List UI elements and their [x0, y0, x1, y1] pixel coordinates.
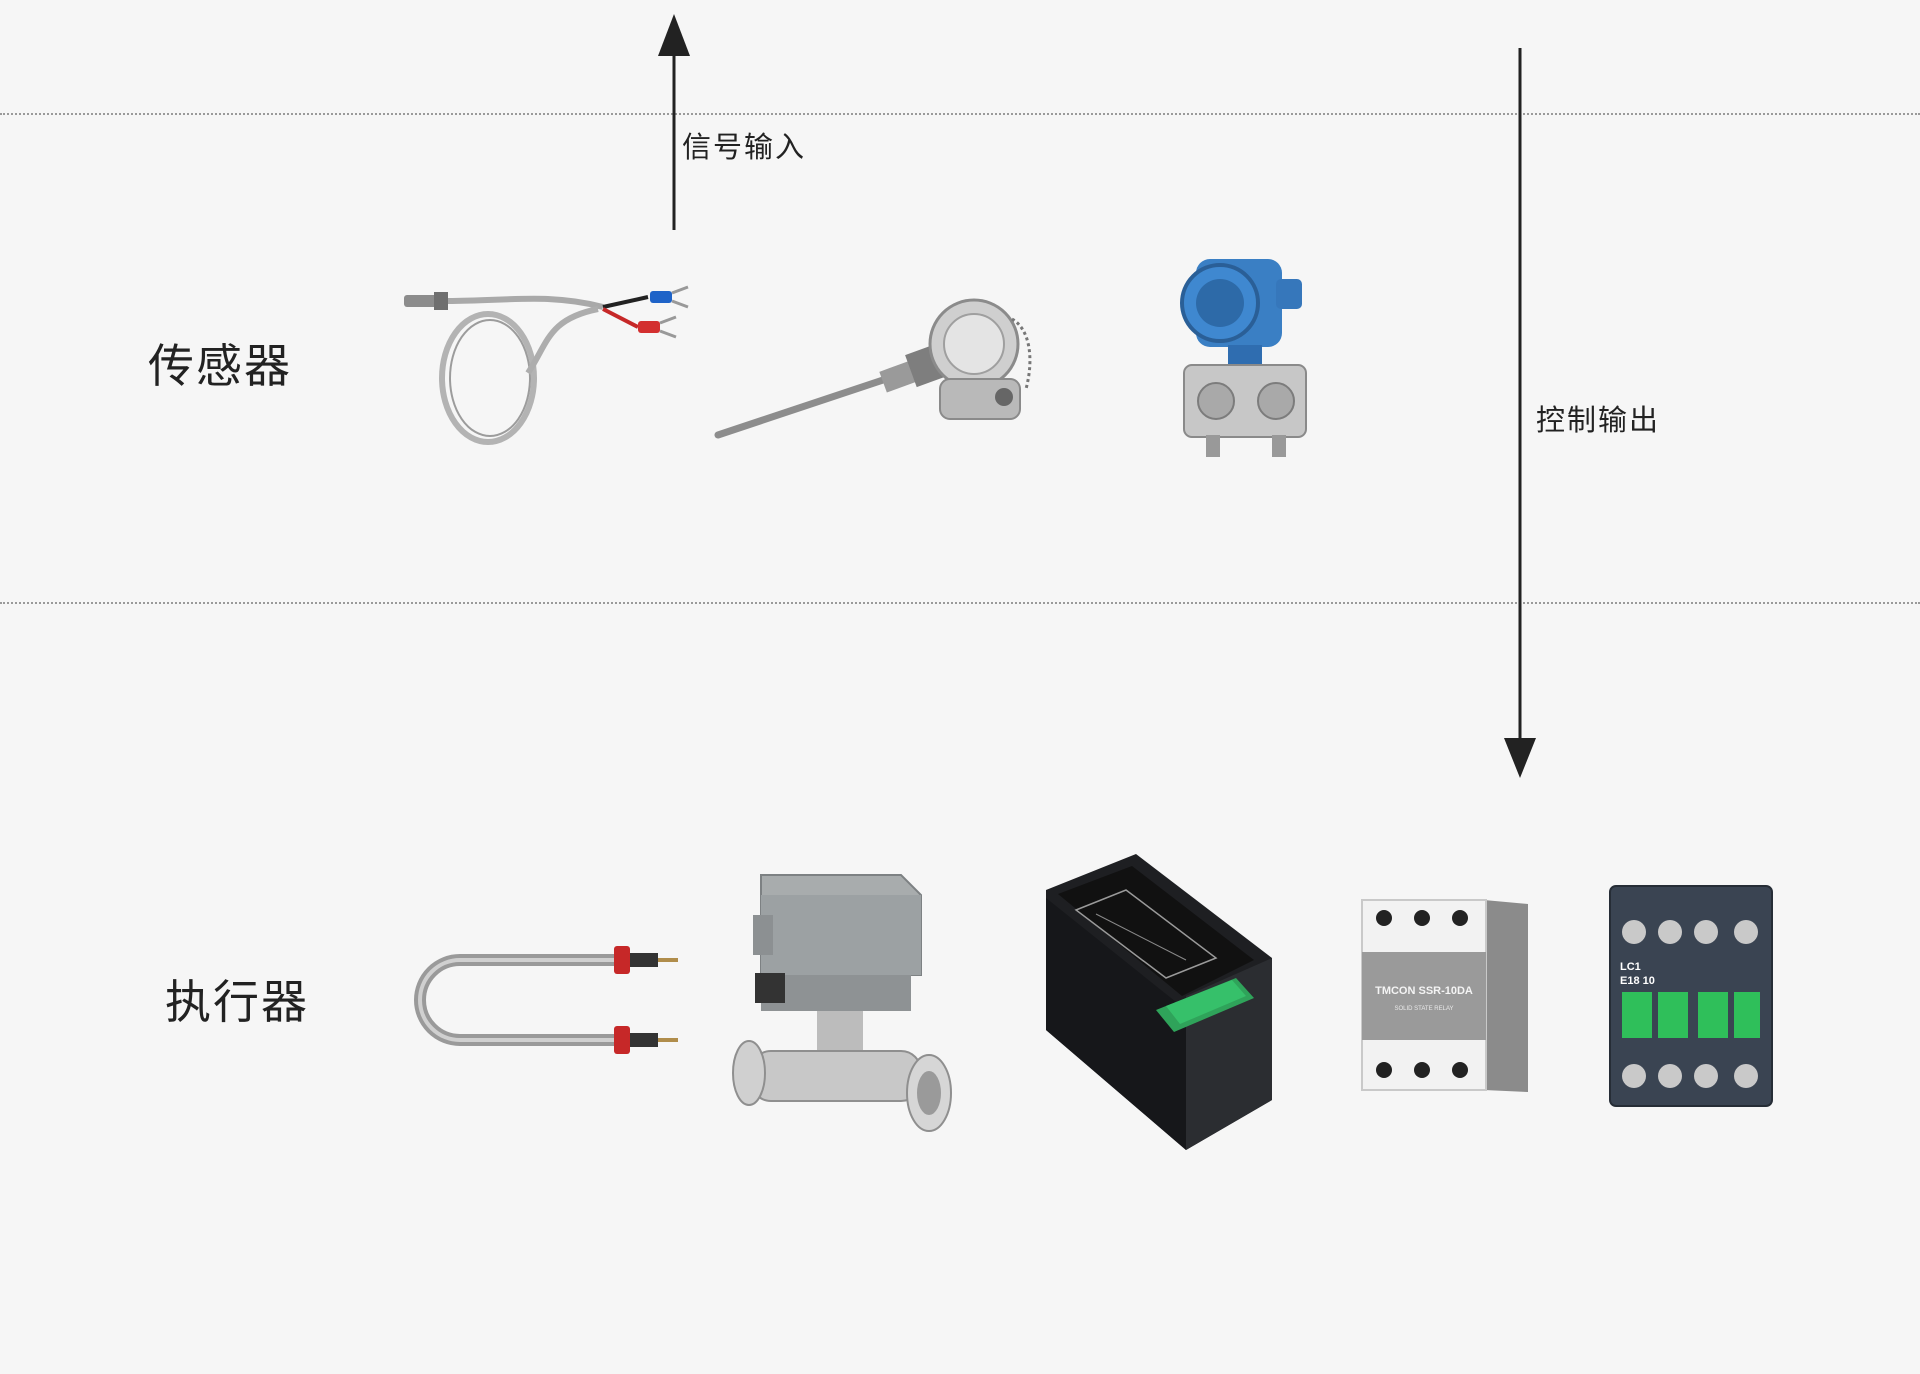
control-output-arrow: [1504, 48, 1536, 778]
signal-input-arrow: [658, 14, 690, 230]
u-shaped-heater-icon: [414, 946, 678, 1054]
middle-divider: [0, 602, 1920, 604]
thermocouple-cable-icon: [404, 285, 689, 445]
svg-text:SOLID STATE RELAY: SOLID STATE RELAY: [1394, 1006, 1453, 1012]
electric-ball-valve-icon: [732, 874, 952, 1132]
ac-contactor-icon: LC1 E18 10: [1609, 885, 1773, 1107]
svg-text:LC1: LC1: [1620, 961, 1641, 973]
temperature-probe-icon: [714, 298, 1032, 439]
control-output-label: 控制输出: [1536, 403, 1661, 437]
solid-state-relay-icon: TMCON SSR-10DA SOLID STATE RELAY: [1361, 899, 1528, 1092]
actuators-label: 执行器: [165, 975, 309, 1029]
svg-text:TMCON SSR-10DA: TMCON SSR-10DA: [1375, 985, 1473, 997]
sensors-label: 传感器: [148, 339, 292, 393]
svg-text:E18 10: E18 10: [1620, 975, 1655, 987]
scr-power-regulator-icon: [1046, 854, 1272, 1150]
top-divider: [0, 113, 1920, 115]
pressure-transmitter-icon: [1180, 259, 1307, 457]
signal-input-label: 信号输入: [682, 130, 807, 164]
